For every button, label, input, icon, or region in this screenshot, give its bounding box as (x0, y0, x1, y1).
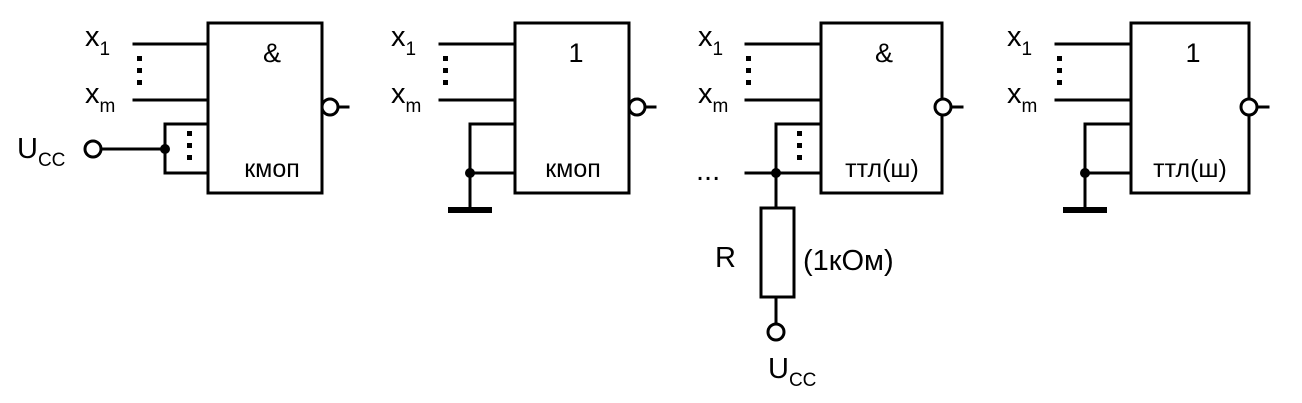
supply-label: UCC (17, 133, 65, 171)
output-inversion-circle (1239, 97, 1259, 117)
gate-symbol: & (263, 38, 281, 68)
input-label-x1: x1 (391, 21, 416, 60)
input-label-xm: xm (85, 78, 115, 117)
resistor-value: (1кОм) (803, 245, 894, 277)
gate-2: 1 кмоп x1 xm (391, 21, 657, 213)
unused-inputs-wire (468, 122, 517, 175)
gate-technology-label: кмоп (244, 155, 300, 183)
input-ellipsis (137, 56, 142, 85)
gate-1: & кмоп x1 xm UCC (17, 21, 350, 195)
input-ellipsis (746, 56, 751, 85)
unused-inputs-bracket (163, 122, 210, 175)
input-ellipsis (443, 56, 448, 85)
supply-terminal (83, 139, 103, 159)
unused-inputs-wire (1083, 122, 1133, 175)
junction-dot (1080, 168, 1090, 178)
resistor (759, 206, 796, 299)
input-label-x1: x1 (85, 21, 110, 60)
gate-technology-label: кмоп (545, 155, 601, 183)
unused-inputs-ellipsis (187, 131, 192, 160)
unused-inputs-ellipsis (797, 131, 802, 160)
supply-terminal (766, 322, 786, 342)
gate-4: 1 ттл(ш) x1 xm (1007, 21, 1270, 213)
gate-symbol: & (875, 38, 893, 68)
gate-symbol: 1 (1185, 38, 1200, 68)
output-inversion-circle (320, 97, 340, 117)
input-label-x1: x1 (698, 21, 723, 60)
junction-dot (160, 144, 170, 154)
unused-inputs-bracket (774, 122, 823, 175)
gate-symbol: 1 (568, 38, 583, 68)
input-label-xm: xm (1007, 78, 1037, 117)
gate-3: & ттл(ш) x1 xm ... R (1кОм) UCC (696, 21, 964, 391)
resistor-label: R (715, 242, 736, 274)
gate-technology-label: ттл(ш) (1153, 155, 1227, 183)
output-inversion-circle (933, 97, 953, 117)
junction-dot (465, 168, 475, 178)
supply-label: UCC (768, 353, 816, 391)
extra-input-ellipsis: ... (696, 155, 720, 187)
input-label-xm: xm (391, 78, 421, 117)
input-ellipsis (1057, 56, 1062, 85)
output-inversion-circle (627, 97, 647, 117)
gate-technology-label: ттл(ш) (845, 155, 919, 183)
input-label-xm: xm (698, 78, 728, 117)
input-label-x1: x1 (1007, 21, 1032, 60)
